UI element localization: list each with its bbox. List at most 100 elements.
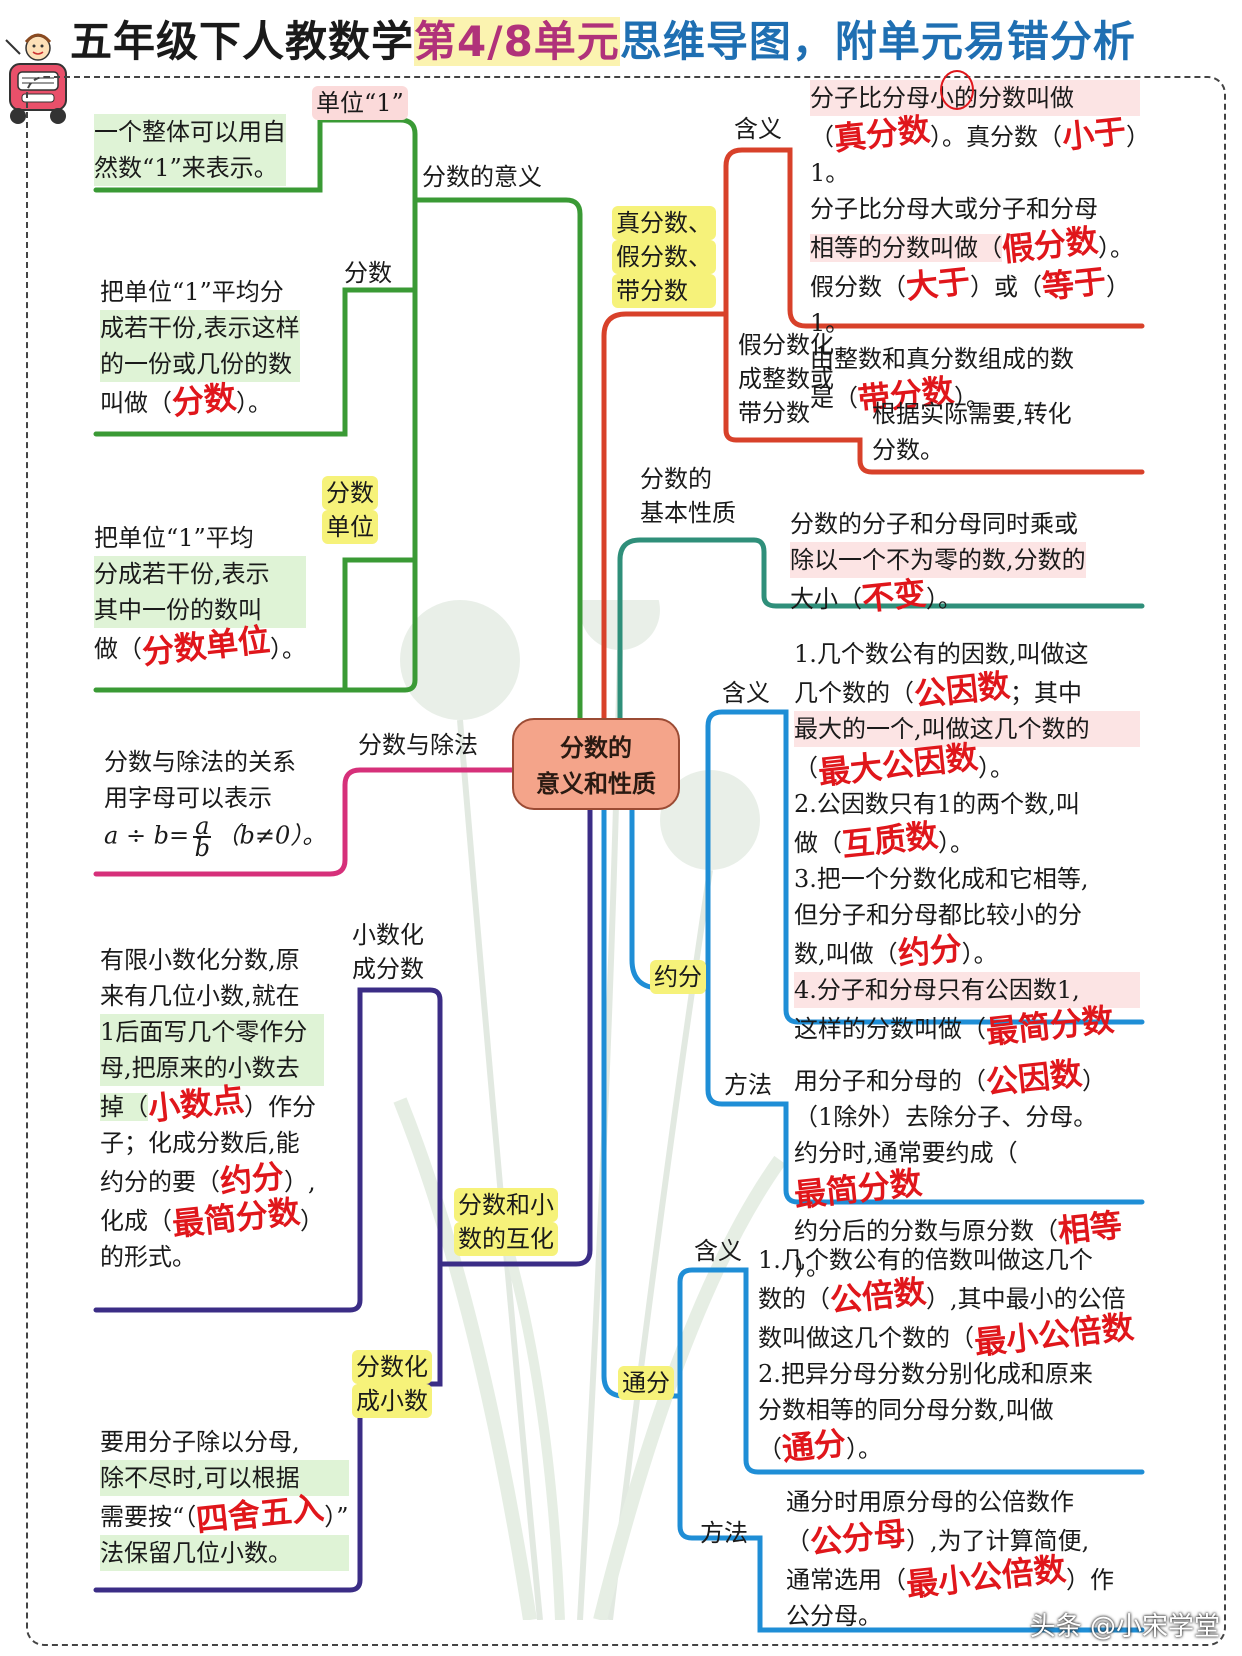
answer-unchanged: 不变: [860, 573, 928, 619]
proper-line2-mid: ）。真分数（: [930, 123, 1063, 151]
title-part-unit: 第4/8单元: [414, 17, 620, 66]
common-line1: 1.几个数公有的倍数叫做这几个: [758, 1246, 1093, 1274]
text-unit-one: 一个整体可以用自 然数“1”来表示。: [94, 114, 286, 186]
answer-common-denominator-2: 公分母: [808, 1514, 908, 1562]
formula-denominator: b: [194, 834, 210, 862]
improper-convert-line2: 分数。: [872, 436, 944, 464]
dec-to-frac-line5-post: ）作分: [244, 1093, 317, 1121]
answer-lcm-2: 最小公倍数: [904, 1549, 1068, 1605]
frac-to-dec-line3-pre: 需要按“（: [100, 1503, 197, 1531]
text-common-meaning: 1.几个数公有的倍数叫做这几个 数的（公倍数）,其中最小的公倍 数叫做这几个数的…: [758, 1242, 1144, 1469]
center-node-line1: 分数的: [560, 734, 632, 762]
basic-line3-pre: 大小（: [790, 585, 862, 613]
label-reduce: 约分: [650, 960, 706, 994]
answer-decimal-point: 小数点: [146, 1080, 246, 1128]
answer-rounding: 四舍五入: [194, 1488, 326, 1540]
text-proper-meaning: 分子比分母小的分数叫做 （真分数）。真分数（小于）1。 分子比分母大或分子和分母…: [810, 80, 1140, 419]
text-fraction-unit-line4-post: ）。: [270, 635, 307, 663]
dec-to-frac-line7-pre: 约分的要（: [100, 1168, 220, 1196]
text-fraction-line3: 的一份或几份的数: [100, 346, 300, 382]
common-line2-pre: 数的（: [758, 1285, 830, 1313]
text-division-line2: 用字母可以表示: [104, 784, 272, 812]
proper-line2-pre: （: [810, 123, 834, 151]
improper-convert-line1: 根据实际需要,转化: [872, 400, 1072, 428]
reduce-line2-pre: 几个数的（: [794, 679, 914, 707]
answer-reduction: 约分: [895, 928, 964, 974]
answer-common-denominator: 通分: [780, 1423, 848, 1469]
answer-fraction-unit: 分数单位: [140, 620, 272, 672]
common-line4: 2.把异分母分数分别化成和原来: [758, 1360, 1093, 1388]
answer-equal-to: 等于: [1040, 261, 1108, 307]
dec-to-frac-line1: 有限小数化分数,原: [100, 946, 300, 974]
label-common-meaning: 含义: [694, 1237, 742, 1265]
dec-to-frac-line5-pre: 掉（: [100, 1093, 148, 1121]
label-proper-improper-mixed: 真分数、 假分数、 带分数: [612, 206, 716, 308]
text-fraction-line2: 成若干份,表示这样: [100, 310, 300, 346]
common-line5: 分数相等的同分母分数,叫做: [758, 1396, 1054, 1424]
frac-to-dec-line3-post: ）”: [324, 1503, 349, 1531]
label-proper-line1: 真分数、: [612, 206, 716, 240]
title-bar: 五年级下人教数学第4/8单元思维导图，附单元易错分析: [0, 0, 1242, 72]
text-fraction-unit-line4-pre: 做（: [94, 635, 142, 663]
common-method-line4: 公分母。: [786, 1602, 882, 1630]
label-improper-convert: 假分数化 成整数或 带分数: [738, 328, 834, 430]
label-conversion-line1: 分数和小: [454, 1188, 558, 1222]
text-fraction-unit-line2: 分成若干份,表示: [94, 556, 307, 592]
label-reduce-meaning: 含义: [722, 679, 770, 707]
reduce-line3: 最大的一个,叫做这几个数的: [794, 711, 1140, 747]
reduce-method-line1-pre: 用分子和分母的（: [794, 1067, 986, 1095]
text-basic-property: 分数的分子和分母同时乘或 除以一个不为零的数,分数的 大小（不变）。: [790, 506, 1086, 619]
basic-line1: 分数的分子和分母同时乘或: [790, 510, 1078, 538]
reduce-line2-post: ；其中: [1010, 679, 1083, 707]
dec-to-frac-line6: 子；化成分数后,能: [100, 1129, 300, 1157]
text-fraction-unit-definition: 把单位“1”平均 分成若干份,表示 其中一份的数叫 做（分数单位）。: [94, 520, 307, 672]
label-common-method: 方法: [700, 1519, 748, 1547]
answer-lcm: 最小公倍数: [972, 1307, 1136, 1363]
label-decimal-to-fraction: 小数化 成分数: [352, 918, 424, 986]
formula-numerator: a: [193, 812, 212, 840]
label-fraction: 分数: [344, 259, 392, 287]
label-basic-line2: 基本性质: [640, 499, 736, 527]
common-line6-pre: （: [758, 1435, 782, 1463]
proper-line5-mid: ）或（: [970, 273, 1043, 301]
dec-to-frac-line7-post: ）,: [284, 1168, 316, 1196]
reduce-line10: 4.分子和分母只有公因数1,: [794, 972, 1140, 1008]
formula-right: （b≠0）。: [215, 821, 327, 850]
reduce-line1: 1.几个数公有的因数,叫做这: [794, 640, 1089, 668]
common-method-line2-pre: （: [786, 1527, 810, 1555]
text-fraction-line4-pre: 叫做（: [100, 389, 172, 417]
reduce-line11-pre: 这样的分数叫做（: [794, 1015, 986, 1043]
reduce-line9-post: ）。: [961, 940, 998, 968]
basic-line3-post: ）。: [926, 585, 963, 613]
frac-to-dec-line1: 要用分子除以分母,: [100, 1428, 300, 1456]
answer-simplest-fraction-2: 最简分数: [984, 1000, 1116, 1052]
label-basic-property: 分数的 基本性质: [640, 462, 736, 530]
page-title: 五年级下人教数学第4/8单元思维导图，附单元易错分析: [70, 8, 1136, 69]
title-part-mindmap: 思维导图，附单元易错分析: [619, 17, 1136, 66]
center-node-fraction-meaning-properties: 分数的 意义和性质: [512, 718, 680, 810]
label-fraction-division: 分数与除法: [358, 731, 478, 759]
answer-simplest-fraction: 最简分数: [170, 1192, 302, 1244]
reduce-line4-pre: （: [794, 754, 818, 782]
label-dec-to-frac-line1: 小数化: [352, 921, 424, 949]
label-frac-to-dec-line2: 成小数: [352, 1384, 432, 1418]
text-fraction-to-decimal: 要用分子除以分母, 除不尽时,可以根据 需要按“（四舍五入）” 法保留几位小数。: [100, 1424, 349, 1571]
reduce-line4-post: ）。: [978, 754, 1015, 782]
proper-line7-pre: 是（: [810, 384, 858, 412]
label-fraction-unit: 分数 单位: [322, 476, 378, 544]
label-fraction-unit-line1: 分数: [322, 476, 378, 510]
proper-line5-pre: 假分数（: [810, 273, 906, 301]
text-fraction-line4-post: ）。: [236, 389, 273, 417]
common-method-line1: 通分时用原分母的公倍数作: [786, 1488, 1074, 1516]
answer-common-multiple: 公倍数: [828, 1272, 928, 1320]
common-line2-post: ）,其中最小的公倍: [926, 1285, 1126, 1313]
dec-to-frac-line2: 来有几位小数,就在: [100, 982, 300, 1010]
mindmap-frame: [26, 76, 1226, 1646]
dec-to-frac-line4: 母,把原来的小数去: [100, 1050, 325, 1086]
common-method-line2-post: ）,为了计算简便,: [906, 1527, 1090, 1555]
label-improper-convert-line2: 成整数或: [738, 365, 834, 393]
label-frac-to-dec-line1: 分数化: [352, 1350, 432, 1384]
label-fraction-to-decimal: 分数化 成小数: [352, 1350, 432, 1418]
dec-to-frac-line9: 的形式。: [100, 1243, 196, 1271]
